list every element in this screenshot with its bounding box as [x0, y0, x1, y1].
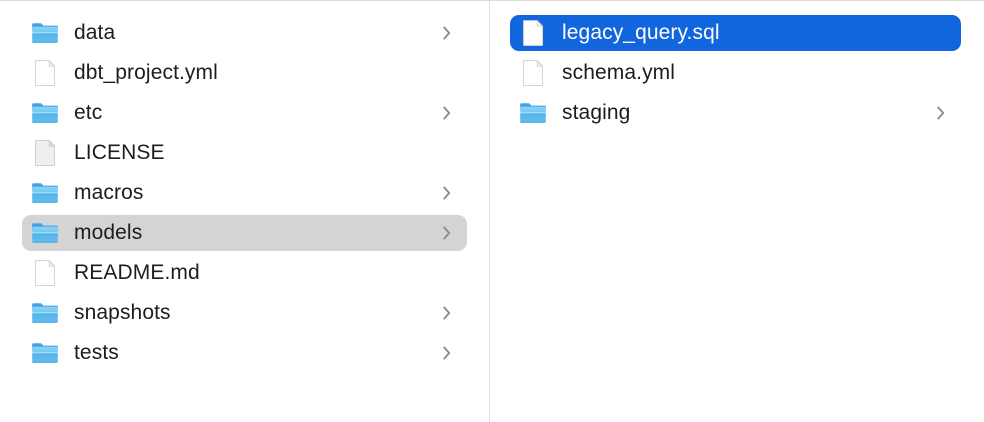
document-icon — [30, 58, 60, 88]
file-row[interactable]: macros — [22, 175, 467, 211]
file-row-label: data — [74, 21, 116, 44]
chevron-right-icon[interactable] — [441, 184, 453, 202]
file-row-label: README.md — [74, 261, 200, 284]
file-row[interactable]: schema.yml — [510, 55, 961, 91]
document-icon — [518, 18, 548, 48]
file-row-label: etc — [74, 101, 103, 124]
plain-document-icon — [30, 138, 60, 168]
file-row-label: staging — [562, 101, 631, 124]
chevron-right-icon[interactable] — [441, 104, 453, 122]
folder-icon — [30, 218, 60, 248]
folder-icon — [518, 98, 548, 128]
file-row-label: LICENSE — [74, 141, 165, 164]
folder-icon — [30, 338, 60, 368]
file-row[interactable]: etc — [22, 95, 467, 131]
folder-icon — [30, 18, 60, 48]
file-row[interactable]: data — [22, 15, 467, 51]
file-row[interactable]: dbt_project.yml — [22, 55, 467, 91]
chevron-right-icon[interactable] — [935, 104, 947, 122]
folder-icon — [30, 98, 60, 128]
folder-icon — [30, 178, 60, 208]
file-row-label: macros — [74, 181, 144, 204]
file-row-label: models — [74, 221, 143, 244]
file-row-label: tests — [74, 341, 119, 364]
file-row-label: dbt_project.yml — [74, 61, 218, 84]
file-row-label: snapshots — [74, 301, 171, 324]
file-row[interactable]: snapshots — [22, 295, 467, 331]
file-row[interactable]: staging — [510, 95, 961, 131]
folder-icon — [30, 298, 60, 328]
file-row[interactable]: models — [22, 215, 467, 251]
file-row[interactable]: LICENSE — [22, 135, 467, 171]
document-icon — [30, 258, 60, 288]
chevron-right-icon[interactable] — [441, 224, 453, 242]
file-row-label: schema.yml — [562, 61, 676, 84]
finder-column-child[interactable]: legacy_query.sql schema.yml staging — [490, 1, 983, 422]
chevron-right-icon[interactable] — [441, 344, 453, 362]
file-row-label: legacy_query.sql — [562, 21, 720, 44]
document-icon — [518, 58, 548, 88]
file-row[interactable]: tests — [22, 335, 467, 371]
file-row[interactable]: legacy_query.sql — [510, 15, 961, 51]
chevron-right-icon[interactable] — [441, 304, 453, 322]
chevron-right-icon[interactable] — [441, 24, 453, 42]
file-row[interactable]: README.md — [22, 255, 467, 291]
